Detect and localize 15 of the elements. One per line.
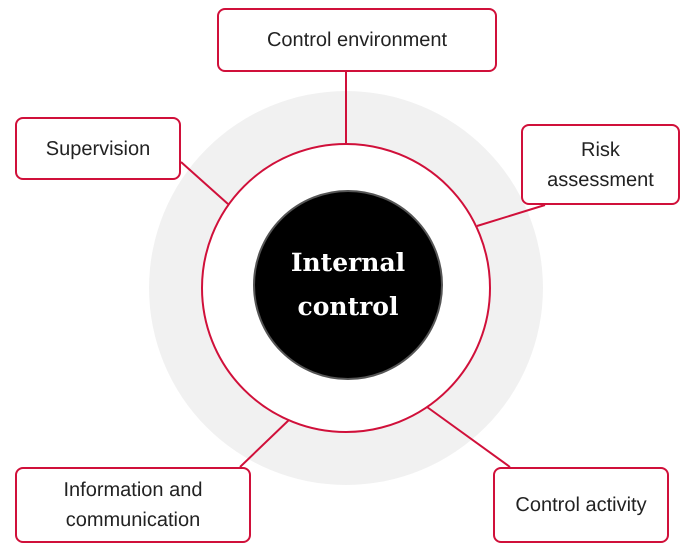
component-box	[15, 467, 251, 543]
box-label: Risk assessment	[546, 138, 655, 192]
component-box	[15, 117, 181, 180]
component-box	[521, 124, 680, 205]
connector-line	[345, 72, 347, 143]
box-label: Control environment	[266, 28, 448, 53]
component-box	[217, 8, 497, 72]
box-label: Supervision	[46, 136, 150, 162]
center-label: Internal control	[290, 247, 406, 323]
connector-line	[426, 406, 511, 468]
connector-line	[180, 161, 229, 205]
box-label: Information and communication	[62, 478, 204, 533]
component-box	[493, 467, 669, 543]
box-label: Control activity	[515, 493, 647, 518]
connector-line	[476, 204, 546, 227]
